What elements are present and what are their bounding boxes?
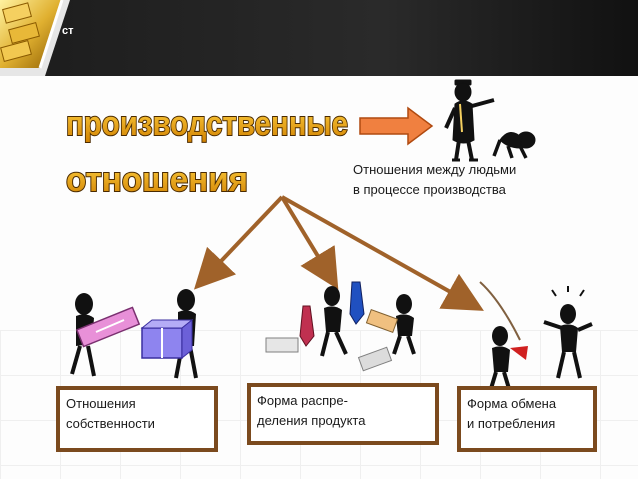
box-exchange-line-2: и потребления (467, 416, 556, 431)
box-distribution: Форма распре- деления продукта (247, 383, 439, 445)
box-ownership-line-1: Отношения (66, 396, 136, 411)
definition-line-2: в процессе производства (353, 182, 506, 197)
header-fragment: ст (62, 25, 74, 37)
box-distribution-line-1: Форма распре- (257, 393, 348, 408)
title-line-1: производственные (66, 105, 348, 143)
title-line-2: отношения (66, 161, 248, 199)
box-exchange: Форма обмена и потребления (457, 386, 597, 452)
branch-arrows (193, 195, 484, 311)
fishing-figures-icon (479, 281, 593, 393)
ties-and-figures-icon (265, 281, 416, 372)
boss-figure-icon (444, 79, 495, 162)
gold-bars-icon (0, 0, 64, 69)
header-bar (0, 0, 638, 76)
bowing-figure-icon (492, 131, 536, 159)
box-ownership: Отношения собственности (56, 386, 218, 452)
gift-carrying-figures-icon (70, 289, 198, 379)
box-exchange-line-1: Форма обмена (467, 396, 557, 411)
box-ownership-line-2: собственности (66, 416, 155, 431)
box-distribution-line-2: деления продукта (257, 413, 366, 428)
right-arrow-icon (359, 106, 434, 146)
definition-line-1: Отношения между людьми (353, 162, 517, 177)
definition-caption: Отношения между людьми в процессе произв… (353, 160, 593, 200)
